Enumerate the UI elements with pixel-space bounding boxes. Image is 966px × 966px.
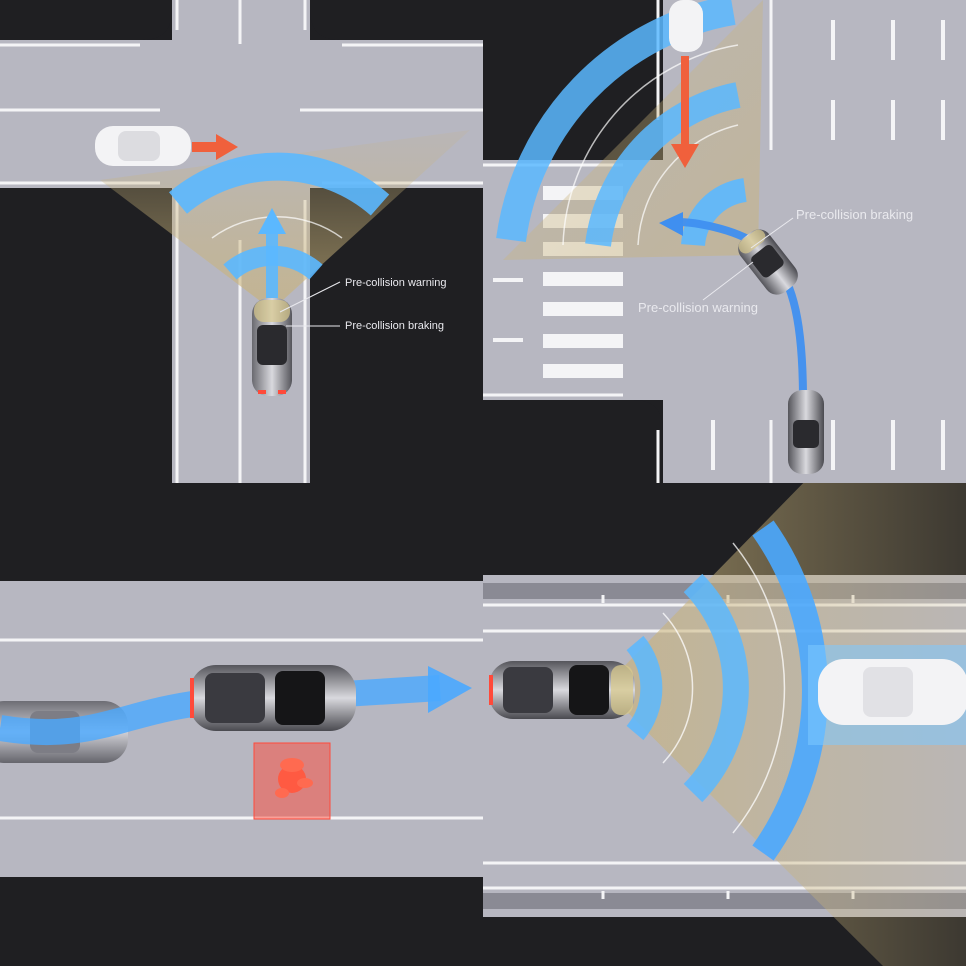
panel-pedestrian xyxy=(0,483,483,966)
host-car xyxy=(489,661,635,719)
direction-arrow-forward xyxy=(428,666,472,713)
panel-intersection-turning: Pre-collision braking Pre-collision warn… xyxy=(483,0,966,483)
other-car xyxy=(95,126,191,166)
lane-dashes xyxy=(493,20,945,470)
sensor-cone xyxy=(503,0,763,260)
panel-following xyxy=(483,483,966,966)
label-warning: Pre-collision warning xyxy=(638,300,758,315)
direction-arrow-forward xyxy=(258,208,286,300)
host-car xyxy=(252,298,292,396)
label-braking: Pre-collision braking xyxy=(345,320,444,332)
sensor-cone xyxy=(100,130,470,310)
sensor-cone xyxy=(603,483,966,966)
scene-following xyxy=(483,483,966,966)
direction-arrow-crossing xyxy=(192,134,238,160)
scene-pedestrian xyxy=(0,483,483,966)
other-car xyxy=(818,659,966,725)
callout-lines xyxy=(279,281,341,327)
scene-intersection-crossing: Pre-collision warning Pre-collision brak… xyxy=(0,0,483,483)
lane-markings xyxy=(0,638,483,820)
host-car xyxy=(190,665,356,731)
host-car xyxy=(738,229,798,295)
other-car xyxy=(669,0,703,52)
scene-intersection-turning: Pre-collision braking Pre-collision warn… xyxy=(483,0,966,483)
callout-lines xyxy=(702,217,794,301)
panel-intersection-crossing: Pre-collision warning Pre-collision brak… xyxy=(0,0,483,483)
direction-arrow-turn xyxy=(659,212,683,236)
direction-arrow-oncoming xyxy=(671,56,699,168)
label-warning: Pre-collision warning xyxy=(345,277,447,289)
following-car xyxy=(788,390,824,474)
driving-path xyxy=(0,675,441,746)
label-braking: Pre-collision braking xyxy=(796,207,913,222)
pedestrian xyxy=(253,742,331,820)
